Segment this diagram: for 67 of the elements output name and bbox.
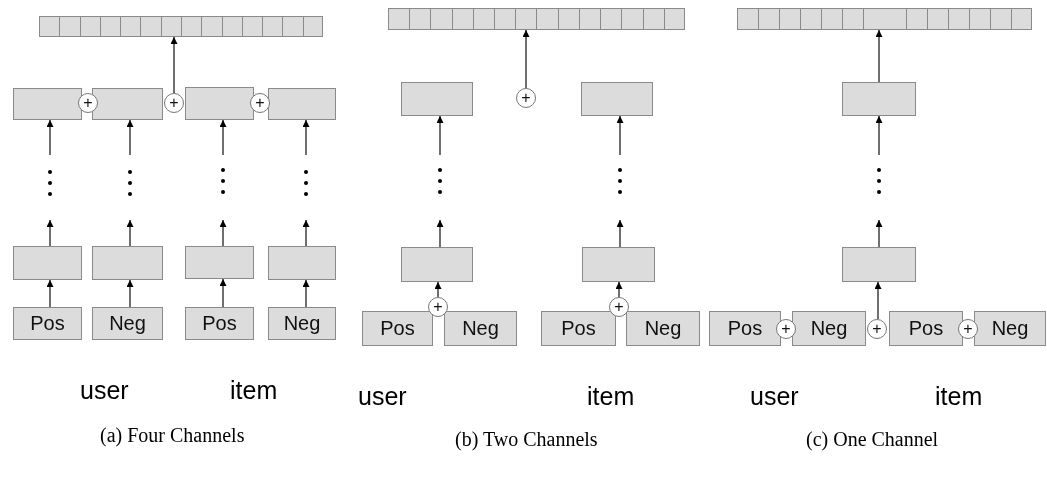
input-box: Neg	[92, 307, 163, 340]
arrow	[874, 281, 882, 320]
group-label: item	[587, 382, 635, 411]
layer-box	[13, 88, 82, 120]
layer-box	[842, 247, 916, 282]
subfigure-caption: (a) Four Channels	[100, 424, 245, 447]
arrow	[170, 36, 178, 94]
arrow	[875, 29, 883, 83]
arrow	[126, 279, 134, 308]
input-box: Neg	[974, 311, 1046, 346]
sum-circle: +	[867, 319, 887, 339]
arrow	[219, 219, 227, 247]
sum-circle: +	[164, 93, 184, 113]
arrow	[219, 278, 227, 308]
arrow	[434, 281, 442, 298]
arrow	[875, 219, 883, 248]
arrow	[46, 279, 54, 308]
layer-box	[92, 88, 163, 120]
layer-box	[185, 246, 254, 279]
arrow	[616, 115, 624, 156]
layer-box	[92, 246, 163, 280]
input-box: Neg	[444, 311, 517, 346]
layer-box	[185, 87, 254, 120]
sum-circle: +	[428, 297, 448, 317]
arrow	[615, 281, 623, 298]
arrow	[126, 219, 134, 247]
output-vector-bar	[737, 8, 1032, 30]
sum-circle: +	[516, 88, 536, 108]
input-box: Pos	[13, 307, 82, 340]
layer-box	[13, 246, 82, 280]
output-vector-bar	[388, 8, 685, 30]
output-vector-bar	[39, 16, 323, 37]
arrow	[522, 29, 530, 89]
group-label: user	[358, 382, 407, 411]
group-label: item	[935, 382, 983, 411]
arrow	[436, 219, 444, 248]
layer-box	[842, 82, 916, 116]
subfigure-caption: (b) Two Channels	[455, 428, 598, 451]
layer-box	[401, 247, 473, 282]
input-box: Pos	[889, 311, 963, 346]
group-label: user	[80, 376, 129, 405]
arrow	[302, 119, 310, 156]
arrow	[46, 119, 54, 156]
layer-box	[268, 88, 336, 120]
layer-box	[268, 246, 336, 280]
input-box: Neg	[792, 311, 866, 346]
arrow	[875, 115, 883, 156]
input-box: Neg	[626, 311, 700, 346]
layer-box	[582, 247, 655, 282]
input-box: Pos	[185, 307, 254, 340]
arrow	[436, 115, 444, 156]
arrow	[616, 219, 624, 248]
arrow	[219, 119, 227, 156]
arrow	[302, 279, 310, 308]
arrow	[302, 219, 310, 247]
subfigure-caption: (c) One Channel	[806, 428, 939, 451]
input-box: Pos	[541, 311, 616, 346]
input-box: Pos	[362, 311, 433, 346]
arrow	[46, 219, 54, 247]
input-box: Neg	[268, 307, 336, 340]
input-box: Pos	[709, 311, 781, 346]
arrow	[126, 119, 134, 156]
layer-box	[581, 82, 653, 116]
group-label: user	[750, 382, 799, 411]
sum-circle: +	[609, 297, 629, 317]
layer-box	[401, 82, 473, 116]
group-label: item	[230, 376, 278, 405]
